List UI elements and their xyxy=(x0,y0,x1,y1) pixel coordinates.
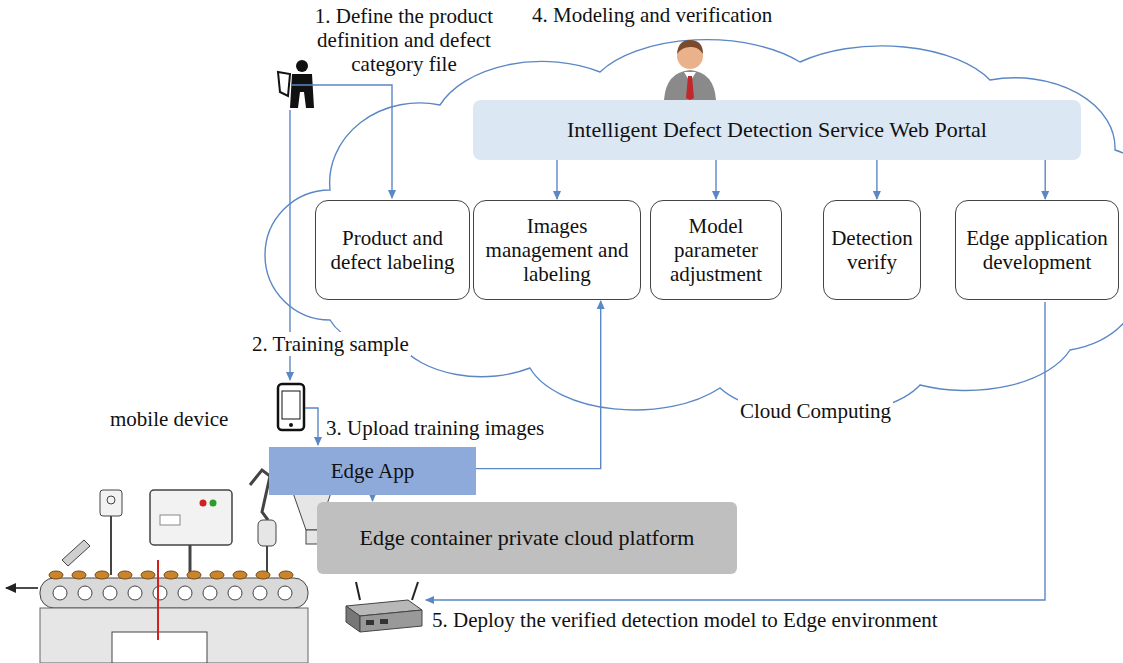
node-text: Edge application development xyxy=(962,226,1112,274)
manager-icon xyxy=(664,40,716,100)
node-text: Intelligent Defect Detection Service Web… xyxy=(567,117,987,142)
edge-device-icon xyxy=(346,582,422,632)
node-text: Edge App xyxy=(331,459,414,483)
roller xyxy=(153,586,167,600)
flow-arrow xyxy=(372,495,373,501)
edge-app-box: Edge App xyxy=(269,447,476,495)
product-item xyxy=(256,571,270,579)
mobile-phone-icon xyxy=(278,384,304,430)
function-box: Detection verify xyxy=(823,200,921,300)
product-item xyxy=(187,571,201,579)
upload-line xyxy=(305,408,318,445)
product-item xyxy=(95,571,109,579)
node-text: Product and defect labeling xyxy=(322,226,463,274)
function-box: Images management and labeling xyxy=(473,200,641,300)
product-item xyxy=(210,571,224,579)
flow-arrow xyxy=(876,160,877,199)
roller xyxy=(278,586,292,600)
flow-arrow xyxy=(715,160,716,199)
flow-arrow xyxy=(556,160,557,199)
product-item xyxy=(141,571,155,579)
step-label: 2. Training sample xyxy=(250,332,411,356)
step-label: 5. Deploy the verified detection model t… xyxy=(432,608,938,632)
product-item xyxy=(164,571,178,579)
step-label: Cloud Computing xyxy=(738,399,893,423)
step-label: mobile device xyxy=(110,407,228,431)
edge-platform-box: Edge container private cloud platform xyxy=(317,502,737,574)
product-item xyxy=(118,571,132,579)
roller xyxy=(128,586,142,600)
worker-icon xyxy=(278,60,314,108)
function-box: Product and defect labeling xyxy=(315,200,470,300)
product-item xyxy=(233,571,247,579)
flow-arrow xyxy=(476,301,601,469)
production-line-illustration xyxy=(6,470,332,663)
product-item xyxy=(49,571,63,579)
flow-arrow xyxy=(1044,160,1045,199)
roller xyxy=(203,586,217,600)
node-text: Images management and labeling xyxy=(480,214,634,286)
step-label: 1. Define the product definition and def… xyxy=(284,4,524,76)
web-portal-bar: Intelligent Defect Detection Service Web… xyxy=(473,100,1081,160)
step-label: 4. Modeling and verification xyxy=(532,3,772,27)
cloud-outline xyxy=(265,40,1123,416)
roller xyxy=(53,586,67,600)
roller xyxy=(253,586,267,600)
node-text: Detection verify xyxy=(830,226,914,274)
worker-line xyxy=(292,85,392,198)
node-text: Edge container private cloud platform xyxy=(360,525,695,550)
product-item xyxy=(279,571,293,579)
roller xyxy=(78,586,92,600)
roller xyxy=(228,586,242,600)
node-text: Model parameter adjustment xyxy=(657,214,775,286)
function-box: Edge application development xyxy=(955,200,1119,300)
roller xyxy=(178,586,192,600)
product-item xyxy=(72,571,86,579)
roller xyxy=(103,586,117,600)
function-box: Model parameter adjustment xyxy=(650,200,782,300)
step-label: 3. Upload training images xyxy=(326,416,544,440)
